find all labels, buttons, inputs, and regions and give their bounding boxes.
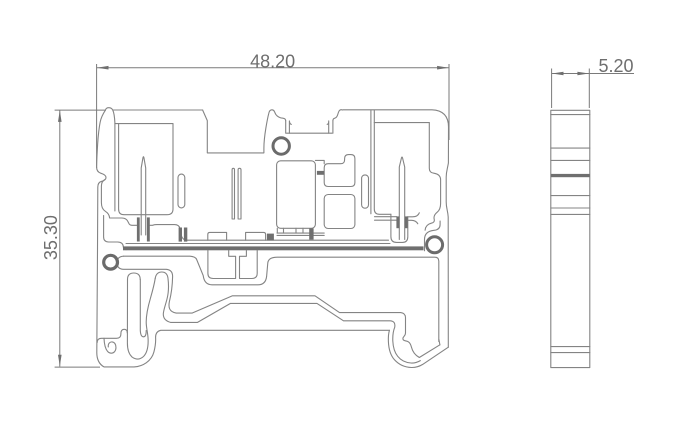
svg-text:5.20: 5.20 — [598, 56, 633, 76]
svg-text:35.30: 35.30 — [41, 215, 61, 260]
svg-text:48.20: 48.20 — [250, 52, 295, 72]
